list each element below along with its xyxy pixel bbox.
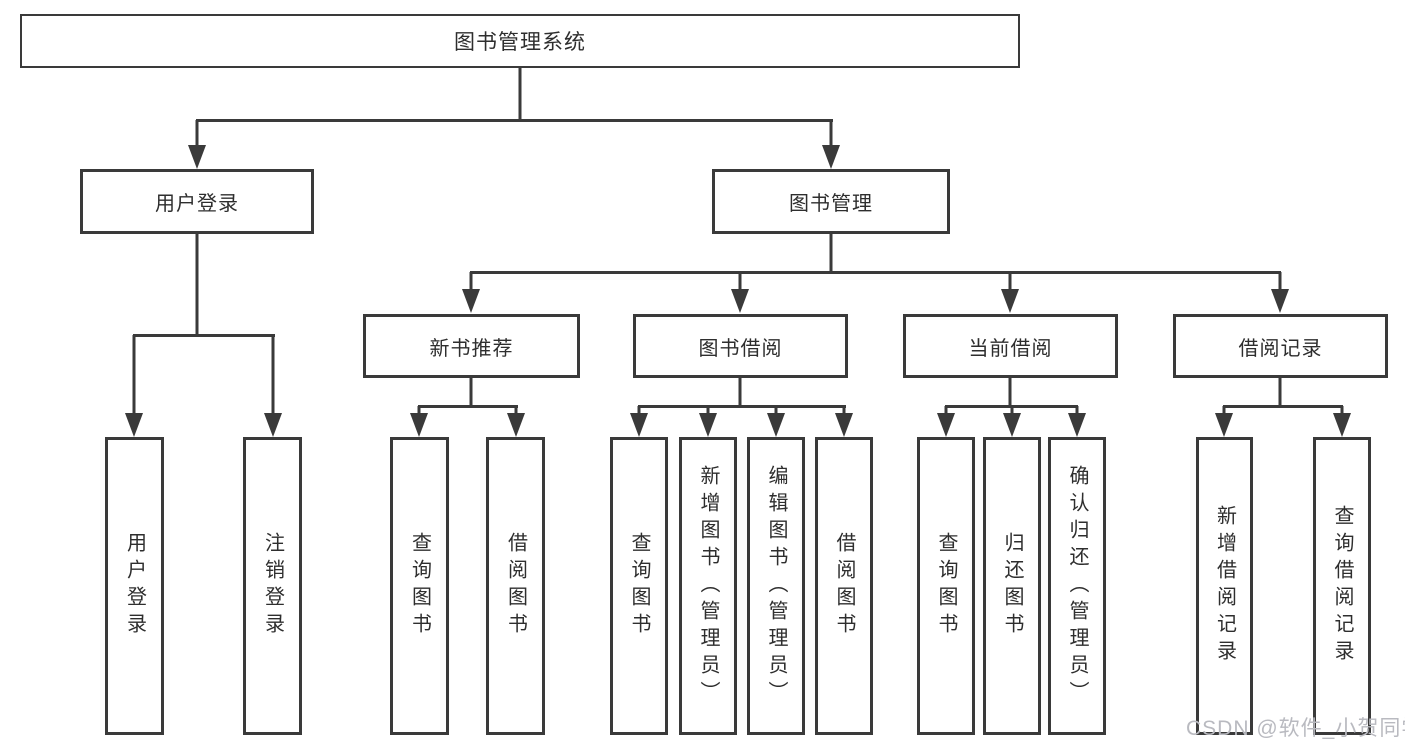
connector-current-borrow-stub [1008, 378, 1012, 406]
node-book-borrow: 图书借阅 [633, 314, 848, 378]
leaf-label: 查询图书 [408, 532, 431, 640]
connector-leaf-drop [842, 406, 846, 416]
arrowhead-icon [462, 289, 480, 313]
leaf-add-books-admin: 新增图书（管理员） [679, 437, 737, 735]
connector-leaf-drop [706, 406, 710, 416]
arrowhead-icon [507, 413, 525, 437]
arrowhead-icon [630, 413, 648, 437]
connector-book-mgmt-drop [829, 120, 833, 150]
node-label: 用户登录 [155, 193, 239, 215]
csdn-watermark: CSDN @软件_小贺同学 [1186, 717, 1405, 740]
connector-leaf-drop [271, 335, 275, 415]
connector-leaf-drop [1222, 406, 1226, 416]
node-label: 图书借阅 [698, 337, 783, 360]
connector-level3-drop [1278, 272, 1282, 292]
arrowhead-icon [188, 145, 206, 169]
connector-leaf-drop [1075, 406, 1079, 416]
node-root-system: 图书管理系统 [20, 14, 1020, 68]
connector-book-borrow-stub [738, 378, 742, 406]
arrowhead-icon [1001, 289, 1019, 313]
node-user-login: 用户登录 [80, 169, 314, 234]
arrowhead-icon [1068, 413, 1086, 437]
connector-book-borrow-rail [638, 405, 846, 408]
connector-level3-drop [1008, 272, 1012, 292]
node-label: 当前借阅 [968, 337, 1053, 360]
connector-leaf-drop [417, 406, 421, 416]
connector-level2-rail [196, 119, 833, 122]
leaf-confirm-return-admin: 确认归还（管理员） [1048, 437, 1106, 735]
connector-user-login-rail [133, 334, 275, 337]
node-current-borrow: 当前借阅 [903, 314, 1118, 378]
leaf-label: 归还图书 [1001, 532, 1023, 640]
connector-borrow-record-rail [1223, 405, 1343, 408]
arrowhead-icon [699, 413, 717, 437]
leaf-query-books-current: 查询图书 [917, 437, 975, 735]
connector-user-login-stub [195, 234, 199, 335]
arrowhead-icon [937, 413, 955, 437]
leaf-label: 查询图书 [628, 532, 650, 640]
connector-new-book-rail [418, 405, 518, 408]
connector-leaf-drop [514, 406, 518, 416]
arrowhead-icon [731, 289, 749, 313]
node-label: 借阅记录 [1238, 337, 1323, 360]
connector-leaf-drop [637, 406, 641, 416]
connector-leaf-drop [1340, 406, 1344, 416]
leaf-query-borrow-record: 查询借阅记录 [1313, 437, 1371, 735]
arrowhead-icon [264, 413, 282, 437]
connector-leaf-drop [1010, 406, 1014, 416]
connector-root-stub [518, 68, 522, 120]
connector-leaf-drop [944, 406, 948, 416]
arrowhead-icon [125, 413, 143, 437]
connector-level3-drop [738, 272, 742, 292]
leaf-borrow-books: 借阅图书 [815, 437, 873, 735]
leaf-label: 查询图书 [935, 532, 957, 640]
connector-book-mgmt-stub [829, 234, 833, 272]
arrowhead-icon [410, 413, 428, 437]
leaf-label: 新增图书（管理员） [697, 464, 719, 708]
leaf-label: 借阅图书 [833, 532, 855, 640]
node-book-management: 图书管理 [712, 169, 950, 234]
connector-new-book-stub [469, 378, 473, 406]
connector-user-login-drop [195, 120, 199, 150]
leaf-borrow-books-recommend: 借阅图书 [486, 437, 545, 735]
leaf-label: 查询借阅记录 [1331, 505, 1353, 667]
connector-leaf-drop [774, 406, 778, 416]
arrowhead-icon [767, 413, 785, 437]
arrowhead-icon [1333, 413, 1351, 437]
connector-borrow-record-stub [1278, 378, 1282, 406]
arrowhead-icon [1215, 413, 1233, 437]
node-new-book-recommend: 新书推荐 [363, 314, 580, 378]
node-borrow-record: 借阅记录 [1173, 314, 1388, 378]
leaf-label: 注销登录 [261, 532, 284, 640]
leaf-query-books-recommend: 查询图书 [390, 437, 449, 735]
leaf-query-books-borrow: 查询图书 [610, 437, 668, 735]
leaf-user-login: 用户登录 [105, 437, 164, 735]
leaf-label: 新增借阅记录 [1213, 505, 1236, 667]
leaf-edit-books-admin: 编辑图书（管理员） [747, 437, 805, 735]
node-label: 新书推荐 [429, 337, 514, 360]
leaf-label: 借阅图书 [504, 532, 527, 640]
connector-level3-drop [469, 272, 473, 292]
arrowhead-icon [835, 413, 853, 437]
leaf-label: 用户登录 [123, 532, 146, 640]
connector-level3-rail [470, 271, 1281, 274]
node-label: 图书管理系统 [454, 31, 586, 54]
node-label: 图书管理 [789, 193, 873, 215]
arrowhead-icon [1003, 413, 1021, 437]
leaf-logout: 注销登录 [243, 437, 302, 735]
leaf-return-books: 归还图书 [983, 437, 1041, 735]
arrowhead-icon [822, 145, 840, 169]
leaf-label: 确认归还（管理员） [1066, 464, 1088, 708]
leaf-add-borrow-record: 新增借阅记录 [1196, 437, 1253, 735]
connector-leaf-drop [132, 335, 136, 415]
arrowhead-icon [1271, 289, 1289, 313]
leaf-label: 编辑图书（管理员） [765, 464, 787, 708]
